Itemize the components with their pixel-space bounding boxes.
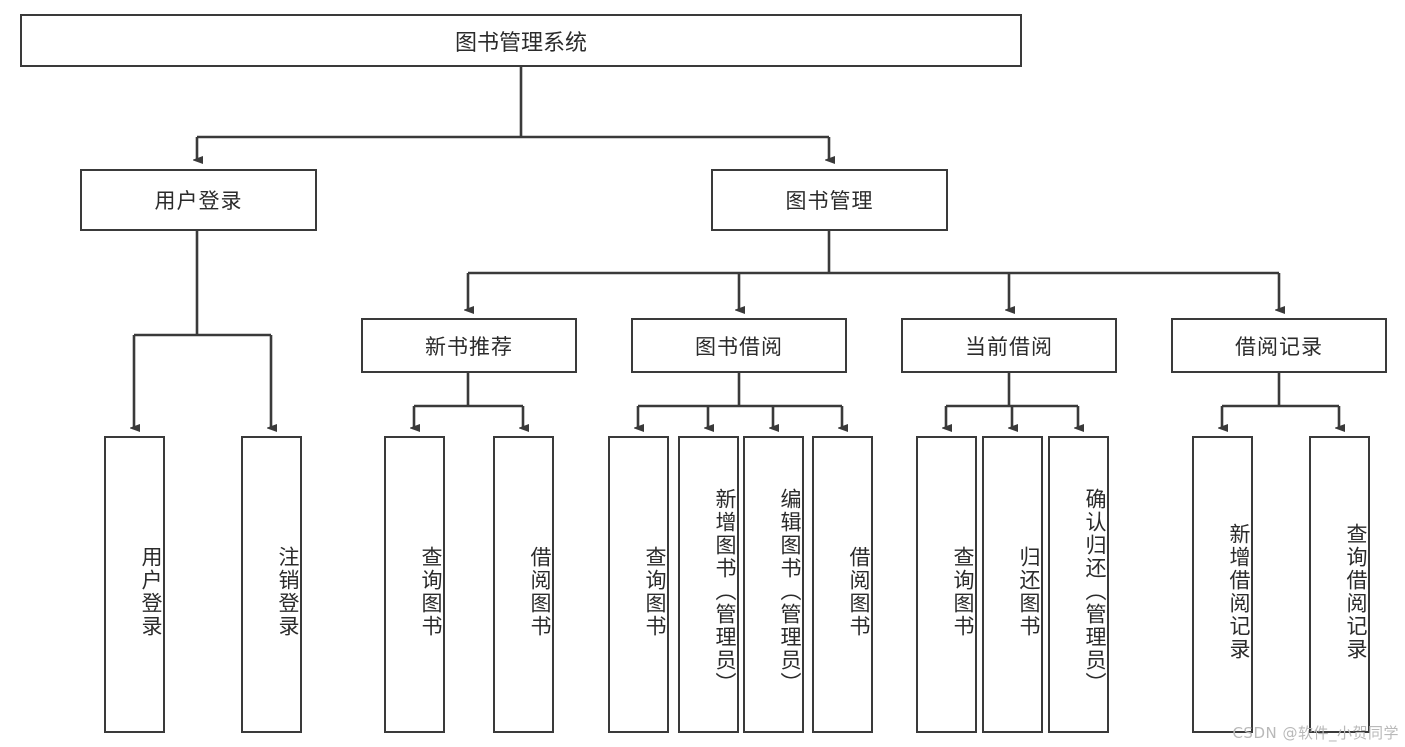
leaf-user-login-login[interactable]: 用户登录 <box>104 436 165 733</box>
node-label: 归还图书 <box>1017 545 1041 638</box>
leaf-book-borrow-edit[interactable]: 编辑图书（管理员） <box>743 436 804 733</box>
leaf-new-book-query[interactable]: 查询图书 <box>384 436 445 733</box>
leaf-new-book-borrow[interactable]: 借阅图书 <box>493 436 554 733</box>
leaf-current-borrow-query[interactable]: 查询图书 <box>916 436 977 733</box>
leaf-book-borrow-borrow[interactable]: 借阅图书 <box>812 436 873 733</box>
leaf-current-borrow-return[interactable]: 归还图书 <box>982 436 1043 733</box>
node-label: 编辑图书（管理员） <box>778 488 802 695</box>
node-label: 用户登录 <box>154 189 243 213</box>
node-label: 查询图书 <box>419 545 443 638</box>
node-label: 查询图书 <box>951 545 975 638</box>
leaf-borrow-record-query[interactable]: 查询借阅记录 <box>1309 436 1370 733</box>
leaf-current-borrow-confirm-return[interactable]: 确认归还（管理员） <box>1048 436 1109 733</box>
node-label: 用户登录 <box>139 545 163 638</box>
node-current-borrow[interactable]: 当前借阅 <box>901 318 1117 373</box>
node-label: 注销登录 <box>276 545 300 638</box>
leaf-book-borrow-add[interactable]: 新增图书（管理员） <box>678 436 739 733</box>
node-label: 新增图书（管理员） <box>713 488 737 695</box>
node-root-book-management-system[interactable]: 图书管理系统 <box>20 14 1022 67</box>
node-label: 图书管理 <box>785 189 874 213</box>
leaf-book-borrow-query[interactable]: 查询图书 <box>608 436 669 733</box>
node-label: 新书推荐 <box>425 334 513 359</box>
node-user-login[interactable]: 用户登录 <box>80 169 317 231</box>
node-label: 查询图书 <box>643 545 667 638</box>
node-borrow-record[interactable]: 借阅记录 <box>1171 318 1387 373</box>
node-label: 图书管理系统 <box>454 30 587 56</box>
watermark: CSDN @软件_小贺同学 <box>1232 724 1399 742</box>
node-label: 借阅图书 <box>528 545 552 638</box>
node-new-book-recommend[interactable]: 新书推荐 <box>361 318 577 373</box>
node-label: 当前借阅 <box>965 334 1053 359</box>
node-book-borrow[interactable]: 图书借阅 <box>631 318 847 373</box>
node-label: 借阅记录 <box>1235 334 1323 359</box>
leaf-user-login-logout[interactable]: 注销登录 <box>241 436 302 733</box>
node-label: 确认归还（管理员） <box>1083 488 1107 695</box>
node-label: 图书借阅 <box>695 334 783 359</box>
node-label: 新增借阅记录 <box>1227 522 1251 661</box>
node-label: 借阅图书 <box>847 545 871 638</box>
node-book-management[interactable]: 图书管理 <box>711 169 948 231</box>
node-label: 查询借阅记录 <box>1344 522 1368 661</box>
leaf-borrow-record-add[interactable]: 新增借阅记录 <box>1192 436 1253 733</box>
